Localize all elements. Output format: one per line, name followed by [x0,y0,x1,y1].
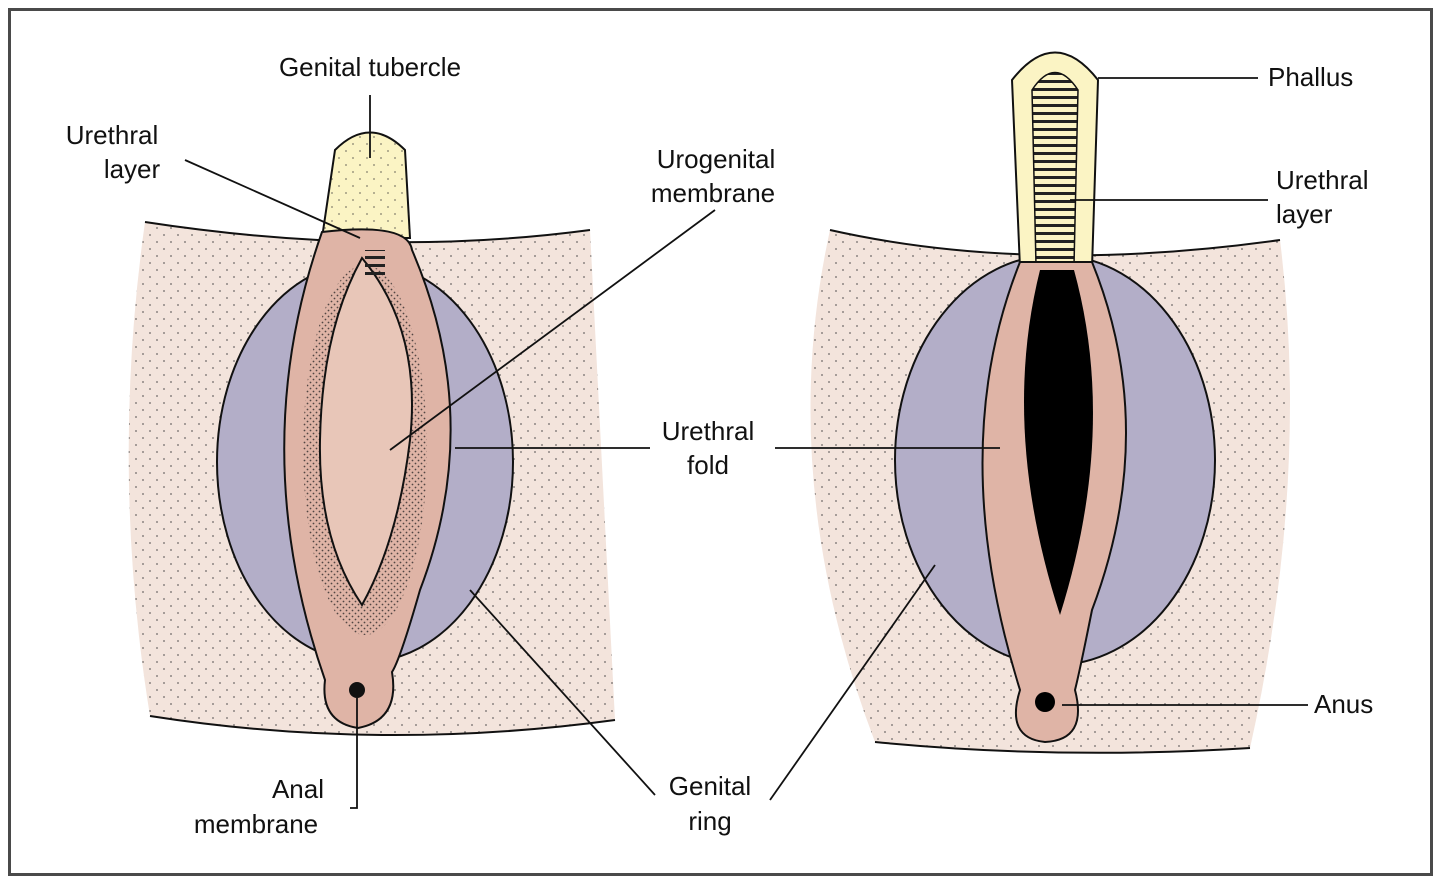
label-urethral-layer-right-line2: layer [1276,199,1333,229]
right-anus-dot [1035,692,1055,712]
label-genital-tubercle: Genital tubercle [279,52,461,82]
label-anal-membrane-line1: Anal [272,774,324,804]
right-urethral-layer-stripes [1032,73,1078,266]
label-phallus: Phallus [1268,62,1353,92]
label-urogenital-membrane-line1: Urogenital [657,144,776,174]
label-urethral-fold-line1: Urethral [662,416,754,446]
label-anal-membrane-line2: membrane [194,809,318,839]
left-figure [129,133,615,736]
label-urethral-layer-left-line2: layer [104,154,161,184]
right-figure [810,53,1290,753]
label-urogenital-membrane-line2: membrane [651,178,775,208]
left-anal-membrane-dot [349,682,365,698]
label-urethral-layer-left-line1: Urethral [66,120,158,150]
label-urethral-layer-right-line1: Urethral [1276,165,1368,195]
label-genital-ring-line1: Genital [669,771,751,801]
label-urethral-fold-line2: fold [687,450,729,480]
label-anus: Anus [1314,689,1373,719]
label-genital-ring-line2: ring [688,806,731,836]
